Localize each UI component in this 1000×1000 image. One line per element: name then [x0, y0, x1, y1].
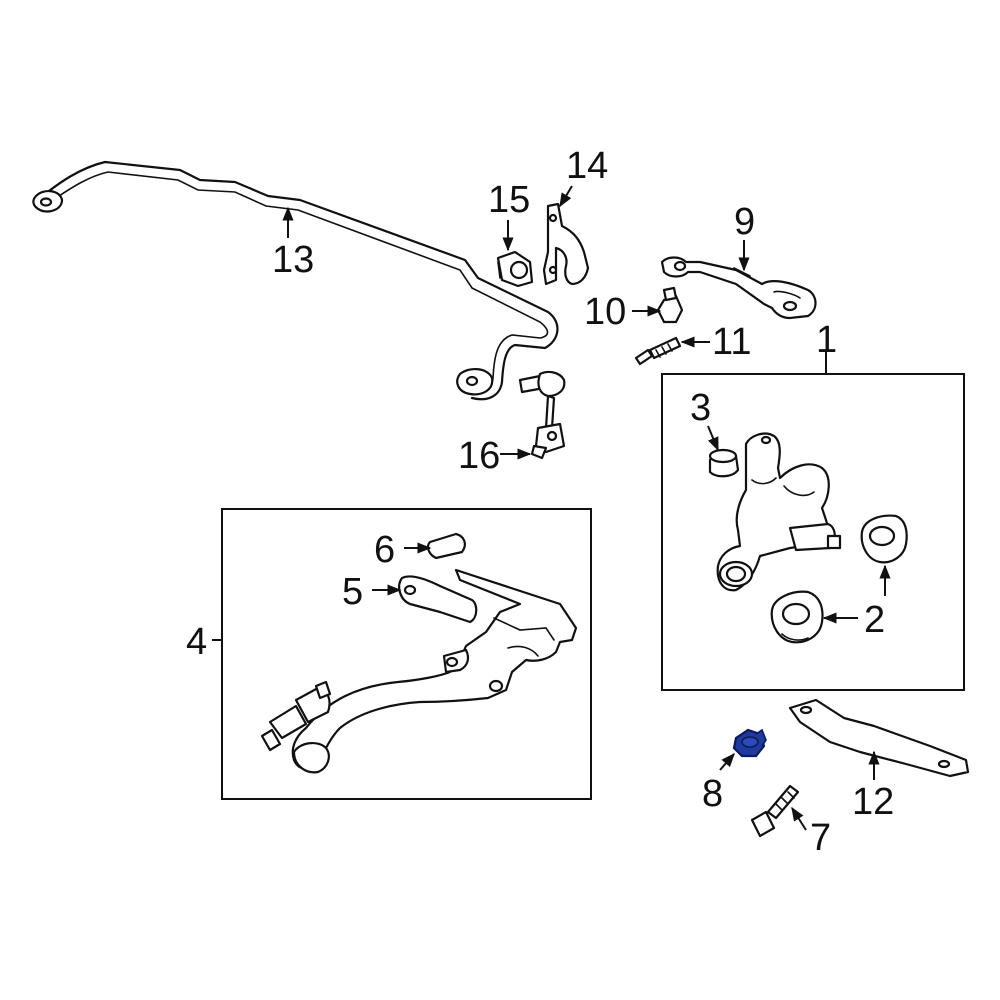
trailing-arm-assembly-box: [221, 508, 592, 800]
callout-13: 13: [272, 239, 314, 281]
callout-10: 10: [584, 291, 626, 333]
stabilizer-bracket[interactable]: [542, 202, 590, 286]
bolt-7[interactable]: [750, 784, 800, 838]
callout-2: 2: [864, 599, 885, 641]
stabilizer-bar[interactable]: [32, 160, 559, 401]
trailing-arm[interactable]: [260, 568, 578, 774]
control-arm[interactable]: [660, 256, 817, 320]
bushing-3[interactable]: [708, 448, 740, 478]
callout-5: 5: [342, 571, 363, 613]
callout-8: 8: [702, 773, 723, 815]
flange-nut-8[interactable]: [732, 728, 767, 758]
callout-4: 4: [186, 621, 207, 663]
callout-16: 16: [458, 435, 500, 477]
spacer-5[interactable]: [398, 575, 478, 624]
callout-11: 11: [712, 321, 751, 363]
stabilizer-link[interactable]: [518, 370, 566, 460]
nut-10[interactable]: [656, 286, 684, 324]
bracket-12[interactable]: [788, 698, 970, 778]
bolt-11[interactable]: [634, 336, 682, 366]
callout-15: 15: [488, 179, 530, 221]
callout-3: 3: [690, 387, 711, 429]
callout-12: 12: [852, 781, 894, 823]
callout-9: 9: [734, 201, 755, 243]
callout-6: 6: [374, 529, 395, 571]
stabilizer-bushing[interactable]: [496, 250, 534, 288]
callout-7: 7: [810, 817, 831, 859]
callout-1: 1: [816, 319, 837, 361]
knuckle[interactable]: [716, 432, 842, 592]
knuckle-assembly-box: [661, 373, 965, 691]
stopper-6[interactable]: [426, 532, 466, 560]
bushing-2[interactable]: [770, 514, 908, 644]
callout-14: 14: [566, 145, 608, 187]
